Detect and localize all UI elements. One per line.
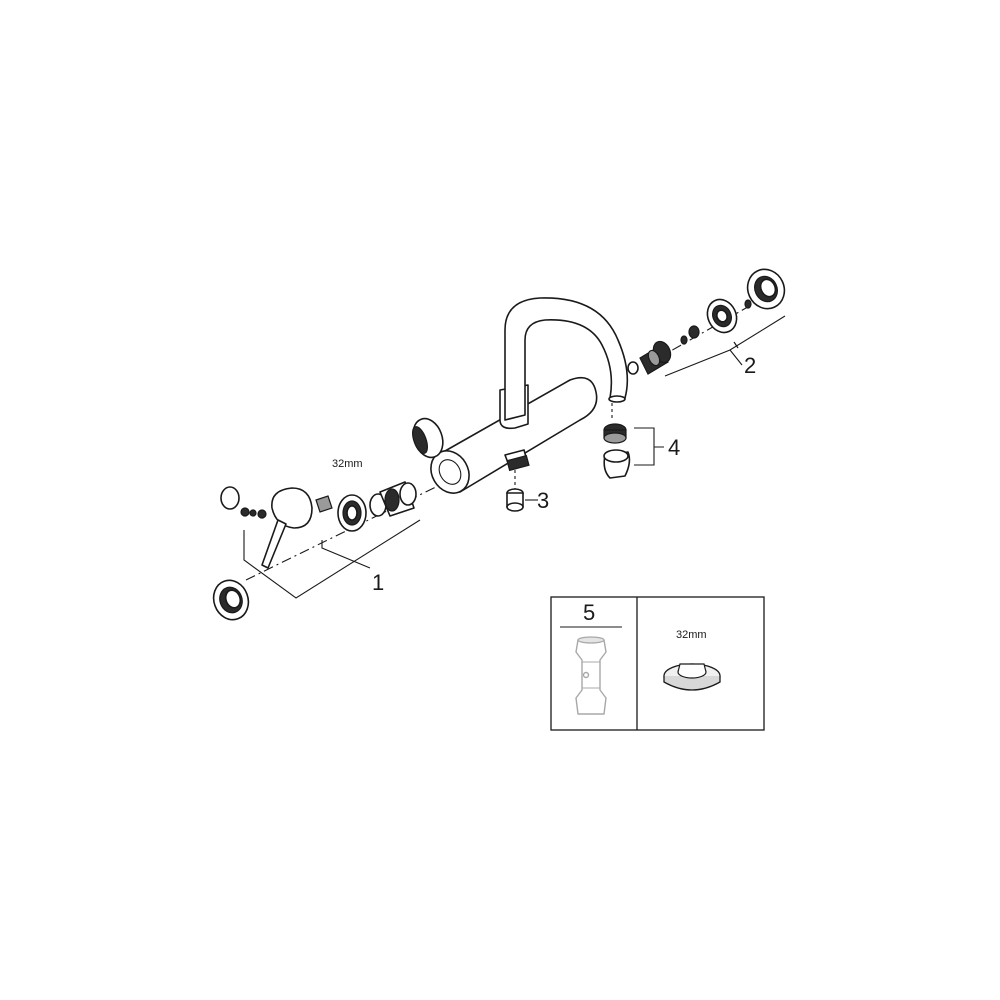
tool-socket-wrench (575, 636, 607, 715)
right-cartridge-assembly (627, 268, 786, 377)
left-handle-assembly (220, 481, 421, 599)
assembly-axis-line-right (654, 299, 761, 361)
wrench-size-label-inset: 32mm (676, 629, 707, 641)
callout-4: 4 (668, 435, 680, 460)
tool-32mm-ring (663, 663, 721, 691)
mixer-body (430, 376, 598, 494)
callout-3: 3 (537, 488, 549, 513)
check-valve (506, 470, 538, 512)
left-escutcheon (212, 579, 250, 621)
tool-number-5: 5 (583, 600, 595, 625)
callout-2: 2 (744, 353, 756, 378)
aerator-and-holder (603, 423, 664, 479)
special-tools-inset (550, 596, 765, 731)
wrench-size-label-main: 32mm (332, 458, 363, 470)
left-wall-flange (412, 417, 444, 459)
callout-1: 1 (372, 570, 384, 595)
